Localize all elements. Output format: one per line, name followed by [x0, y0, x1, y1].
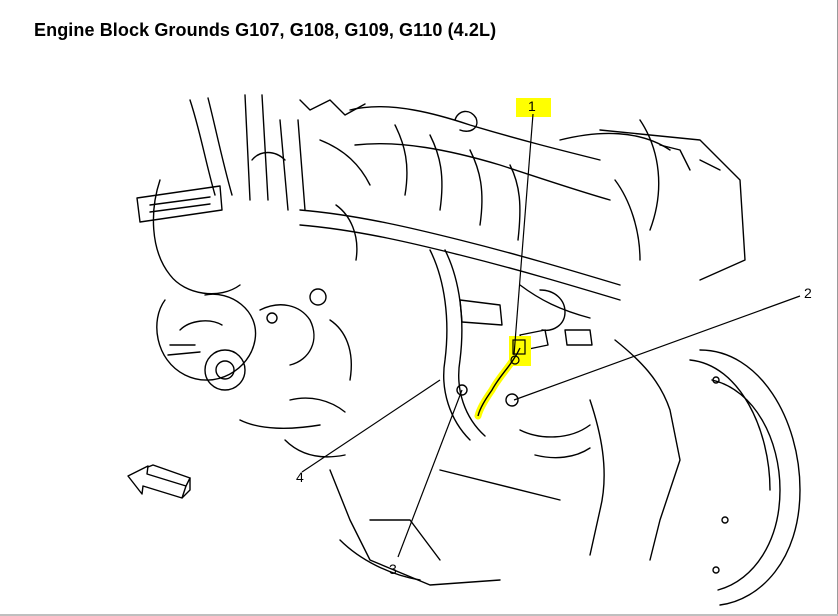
lower-bracket [239, 288, 352, 458]
leader-lines [301, 113, 801, 558]
diagram-title: Engine Block Grounds G107, G108, G109, G… [34, 20, 497, 40]
intake-manifold [349, 106, 671, 241]
direction-arrow-icon [127, 464, 191, 499]
center-sensors [456, 289, 593, 459]
callout-4: 4 [296, 469, 304, 485]
left-connector [136, 185, 223, 223]
cylinder-block [329, 129, 746, 586]
callout-1: 1 [528, 98, 536, 114]
upper-hoses [189, 94, 371, 261]
frame-edge-bottom [0, 614, 838, 616]
highlighted-ground-wire [474, 336, 531, 420]
flywheel [689, 349, 801, 606]
wiring-harness [299, 119, 660, 441]
callout-2: 2 [804, 285, 812, 301]
callout-3: 3 [389, 561, 397, 577]
alternator [152, 179, 257, 391]
callout-1-highlight [516, 98, 551, 117]
